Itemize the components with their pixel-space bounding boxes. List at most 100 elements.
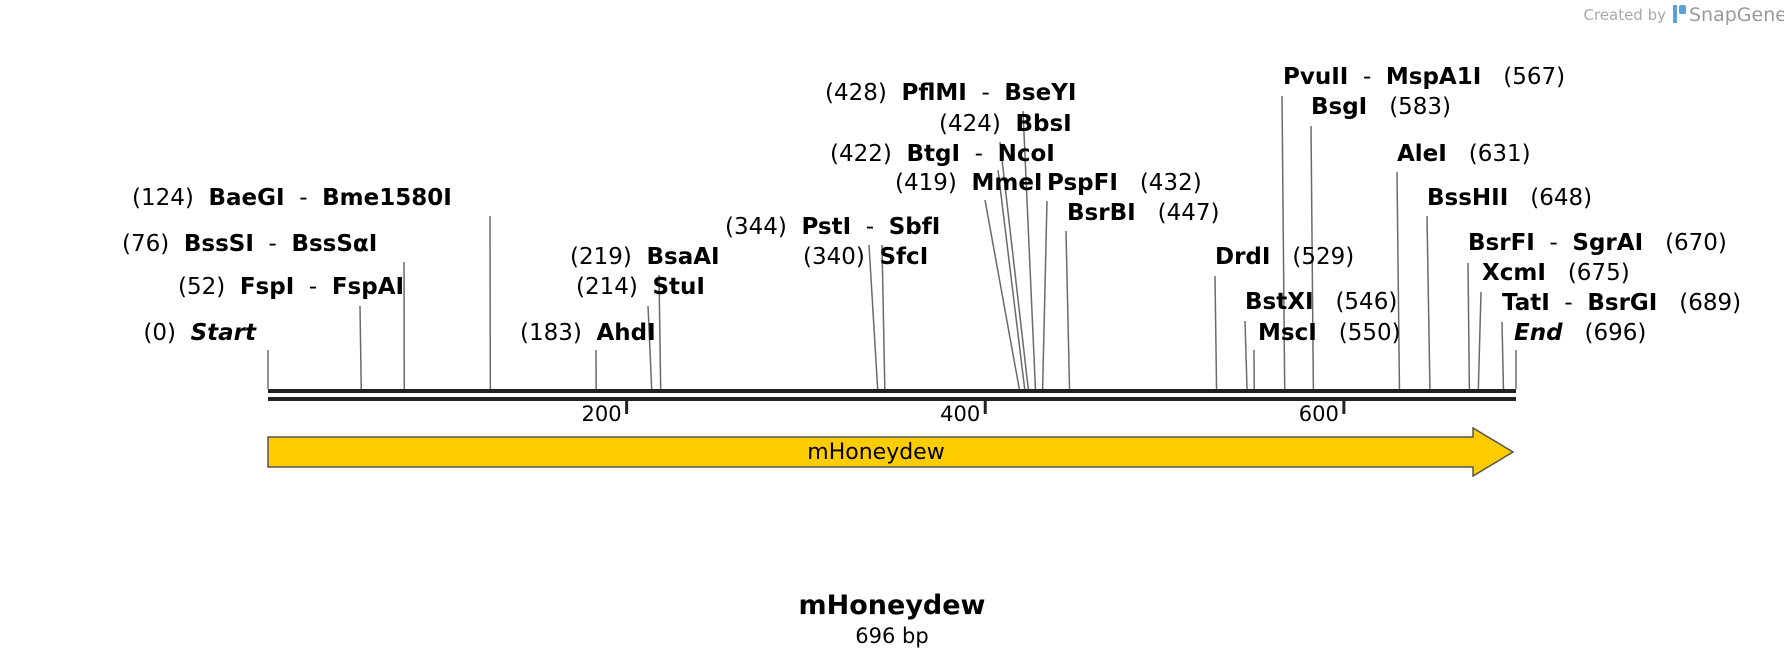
site-enzyme-alt: MspA1I [1386, 64, 1481, 90]
site-label-bsrfi[interactable]: BsrFI - SgrAI (670) [1468, 230, 1727, 256]
site-label-end[interactable]: End (696) [1514, 320, 1646, 346]
site-label-fspi[interactable]: (52) FspI - FspAI [178, 274, 404, 300]
site-label-btgi[interactable]: (422) BtgI - NcoI [830, 141, 1055, 167]
credit: Created by SnapGene [1583, 4, 1784, 26]
site-label-bsgi[interactable]: BsgI (583) [1311, 94, 1451, 120]
site-position: (546) [1335, 289, 1397, 315]
site-label-ahdi[interactable]: (183) AhdI [520, 320, 656, 346]
site-label-pvuii[interactable]: PvuII - MspA1I (567) [1283, 64, 1565, 90]
site-label-sfci[interactable]: (340) SfcI [803, 244, 928, 270]
site-enzyme: TatI [1502, 290, 1550, 316]
site-position: (422) [830, 141, 892, 167]
site-line-xcmi [1477, 291, 1482, 390]
site-label-stui[interactable]: (214) StuI [576, 274, 705, 300]
ruler-tick-label: 200 [582, 402, 622, 426]
site-position: (424) [939, 111, 1001, 137]
site-lines [267, 95, 1517, 390]
site-enzyme: PflMI [901, 80, 966, 106]
site-enzyme-alt: BssSαI [291, 231, 377, 257]
site-label-bstxi[interactable]: BstXI (546) [1245, 289, 1397, 315]
site-label-bbsi[interactable]: (424) BbsI [939, 111, 1072, 137]
site-enzyme-alt: SgrAI [1572, 230, 1643, 256]
site-label-bsssi[interactable]: (76) BssSI - BssSαI [122, 231, 377, 257]
site-enzyme: BsrBI [1067, 200, 1136, 226]
site-line-alei [1396, 171, 1401, 390]
site-label-mmei[interactable]: (419) MmeI [895, 170, 1043, 196]
site-enzyme: BsaAI [646, 244, 719, 270]
site-label-bsaai[interactable]: (219) BsaAI [570, 244, 720, 270]
site-enzyme-alt: BsrGI [1587, 290, 1657, 316]
site-line-tati [1501, 321, 1505, 390]
site-enzyme: AleI [1397, 141, 1447, 167]
site-position: (214) [576, 274, 638, 300]
site-enzyme: Start [191, 320, 257, 346]
site-position: (675) [1568, 260, 1630, 286]
site-enzyme: PspFI [1047, 170, 1118, 196]
site-line-bstxi [1244, 320, 1248, 390]
site-position: (696) [1585, 320, 1647, 346]
site-position: (344) [725, 214, 787, 240]
site-position: (52) [178, 274, 225, 300]
site-enzyme: MscI [1258, 320, 1317, 346]
site-label-tati[interactable]: TatI - BsrGI (689) [1502, 290, 1741, 316]
site-enzyme: BstXI [1245, 289, 1314, 315]
site-position: (550) [1339, 320, 1401, 346]
site-line-mmei [984, 199, 1021, 390]
feature-label: mHoneydew [807, 440, 944, 465]
snapgene-logo-icon [1673, 5, 1686, 23]
site-label-start[interactable]: (0) Start [143, 320, 257, 346]
site-enzyme-alt: FspAI [332, 274, 404, 300]
site-enzyme: BssHII [1427, 185, 1508, 211]
site-label-baegi[interactable]: (124) BaeGI - Bme1580I [132, 185, 452, 211]
site-position: (419) [895, 170, 957, 196]
site-label-psti[interactable]: (344) PstI - SbfI [725, 214, 940, 240]
site-line-bbsi [999, 141, 1030, 390]
site-enzyme: PvuII [1283, 64, 1348, 90]
site-line-btgi [997, 169, 1026, 390]
site-position: (0) [143, 320, 176, 346]
site-enzyme: MmeI [971, 170, 1042, 196]
site-position: (583) [1389, 94, 1451, 120]
site-label-pspfi[interactable]: PspFI (432) [1047, 170, 1202, 196]
site-line-stui [647, 305, 653, 390]
site-label-xcmi[interactable]: XcmI (675) [1482, 260, 1630, 286]
site-label-drdi[interactable]: DrdI (529) [1215, 244, 1354, 270]
feature-mhoneydew[interactable]: mHoneydew [267, 426, 1515, 478]
site-position: (670) [1665, 230, 1727, 256]
site-line-pspfi [1041, 200, 1048, 390]
site-line-pflmi [1022, 110, 1037, 390]
site-enzyme: DrdI [1215, 244, 1270, 270]
site-label-pflmi[interactable]: (428) PflMI - BseYI [825, 80, 1076, 106]
site-position: (648) [1530, 185, 1592, 211]
site-label-alei[interactable]: AleI (631) [1397, 141, 1531, 167]
site-enzyme: BbsI [1015, 111, 1071, 137]
site-line-bsshii [1426, 215, 1431, 390]
site-position: (340) [803, 244, 865, 270]
site-line-sfci [868, 244, 879, 390]
site-enzyme: AhdI [596, 320, 655, 346]
site-labels: (0) Start (52) FspI - FspAI (76) BssSI - B… [122, 64, 1741, 346]
site-position: (567) [1503, 64, 1565, 90]
site-enzyme: BtgI [906, 141, 960, 167]
site-position: (447) [1158, 200, 1220, 226]
ruler-tick-label: 600 [1299, 402, 1339, 426]
site-enzyme-alt: SbfI [889, 214, 941, 240]
site-enzyme-alt: Bme1580I [322, 185, 452, 211]
site-label-bsshii[interactable]: BssHII (648) [1427, 185, 1592, 211]
site-enzyme: PstI [801, 214, 851, 240]
site-enzyme: End [1514, 320, 1563, 346]
site-label-bsrbi[interactable]: BsrBI (447) [1067, 200, 1219, 226]
site-line-fspi [359, 305, 362, 390]
site-position: (219) [570, 244, 632, 270]
site-line-psti [881, 244, 886, 390]
site-label-msci[interactable]: MscI (550) [1258, 320, 1401, 346]
sequence-length: 696 bp [855, 624, 928, 648]
feature-arrow[interactable] [267, 426, 1515, 478]
site-line-pvuii [1281, 95, 1286, 390]
site-position: (689) [1679, 290, 1741, 316]
credit-prefix: Created by [1583, 6, 1666, 24]
site-position: (631) [1469, 141, 1531, 167]
site-enzyme: SfcI [879, 244, 928, 270]
